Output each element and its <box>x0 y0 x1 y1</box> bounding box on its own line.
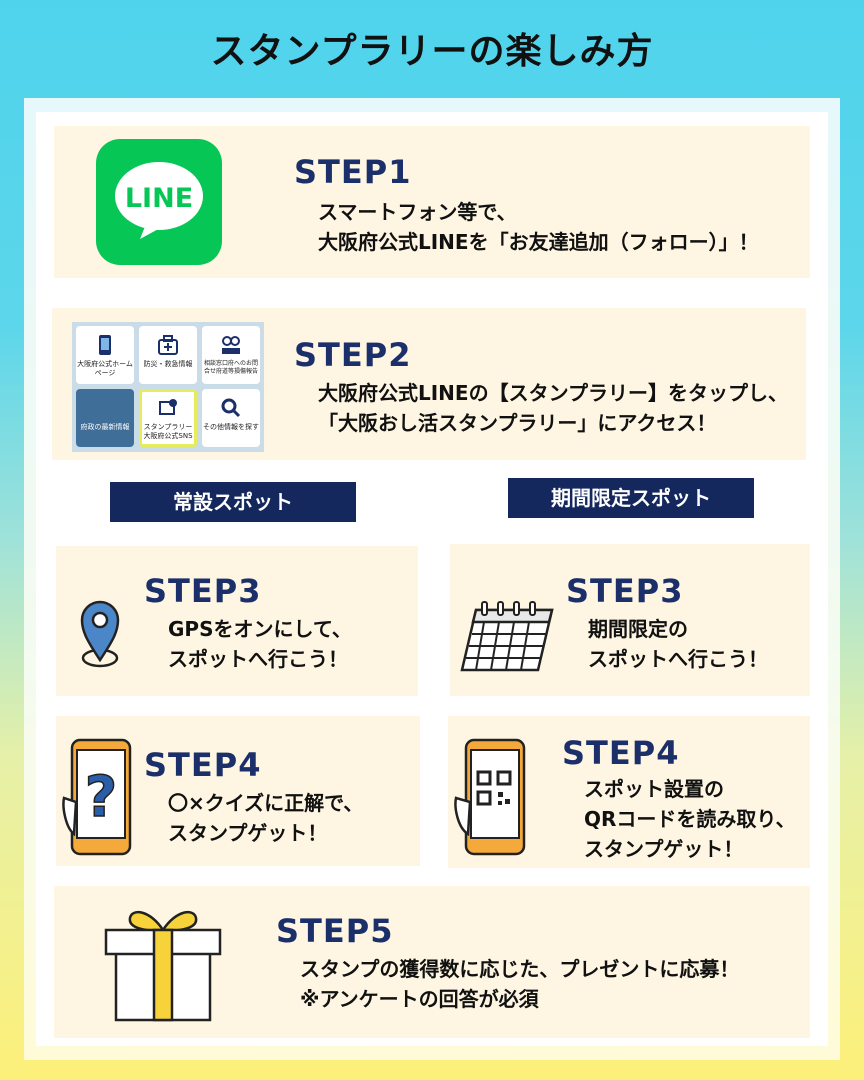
step4-right-line1: スポット設置の <box>584 777 724 801</box>
menu-stamp-rally[interactable]: スタンプラリー大阪府公式SNS <box>139 389 197 447</box>
step5-line1: スタンプの獲得数に応じた、プレゼントに応募！ <box>300 957 740 981</box>
step1-label: STEP1 <box>294 153 412 191</box>
page-title: スタンプラリーの楽しみ方 <box>210 31 654 72</box>
map-pin-icon <box>80 600 120 668</box>
line-rich-menu: 大阪府公式ホームページ 防災・救急情報 相談窓口府へのお問合せ府道等損傷報告 府… <box>72 322 264 452</box>
step4-right-line3: スタンプゲット！ <box>584 837 744 861</box>
phone-qr-icon <box>454 738 526 856</box>
step4-left-line1: 〇×クイズに正解で、 <box>168 791 364 815</box>
step4-left-line2: スタンプゲット！ <box>168 821 328 845</box>
step2-label: STEP2 <box>294 336 412 374</box>
step3-left-line2: スポットへ行こう！ <box>168 647 348 671</box>
menu-others-label: その他情報を探す <box>203 423 259 431</box>
menu-homepage[interactable]: 大阪府公式ホームページ <box>76 326 134 384</box>
menu-disaster[interactable]: 防災・救急情報 <box>139 326 197 384</box>
step3-right-line2: スポットへ行こう！ <box>588 647 768 671</box>
step1-line1: スマートフォン等で、 <box>318 200 517 224</box>
step5-line2: ※アンケートの回答が必須 <box>300 987 539 1011</box>
step4-left-label: STEP4 <box>144 746 262 784</box>
step2-line1: 大阪府公式LINEの【スタンプラリー】をタップし、 <box>318 381 788 405</box>
step4-right-line2: QRコードを読み取り、 <box>584 807 796 831</box>
step3-right-line1: 期間限定の <box>588 617 688 641</box>
step3-right-label: STEP3 <box>566 572 684 610</box>
line-app-icon: LINE <box>96 139 222 265</box>
step2-line2: 「大阪おし活スタンプラリー」にアクセス！ <box>318 411 717 435</box>
phone-quiz-icon: ? <box>62 738 132 856</box>
menu-consult[interactable]: 相談窓口府へのお問合せ府道等損傷報告 <box>202 326 260 384</box>
step4-right-label: STEP4 <box>562 734 680 772</box>
step5-label: STEP5 <box>276 912 394 950</box>
menu-stamp-rally-label: スタンプラリー大阪府公式SNS <box>143 423 193 440</box>
menu-consult-label: 相談窓口府へのお問合せ府道等損傷報告 <box>203 360 258 375</box>
menu-news-label: 府政の最新情報 <box>80 423 130 431</box>
step3-left-line1: GPSをオンにして、 <box>168 617 352 641</box>
menu-homepage-label: 大阪府公式ホームページ <box>77 360 133 377</box>
svg-text:?: ? <box>85 765 117 830</box>
line-logo-text: LINE <box>124 183 194 214</box>
step1-line2: 大阪府公式LINEを「お友達追加（フォロー）」！ <box>318 230 759 254</box>
banner-limited-spots: 期間限定スポット <box>508 478 754 518</box>
banner-permanent-spots: 常設スポット <box>110 482 356 522</box>
calendar-icon <box>460 601 554 672</box>
gift-box-icon <box>104 910 222 1022</box>
menu-others[interactable]: その他情報を探す <box>202 389 260 447</box>
menu-disaster-label: 防災・救急情報 <box>143 360 193 368</box>
menu-news[interactable]: 府政の最新情報 <box>76 389 134 447</box>
step3-left-label: STEP3 <box>144 572 262 610</box>
